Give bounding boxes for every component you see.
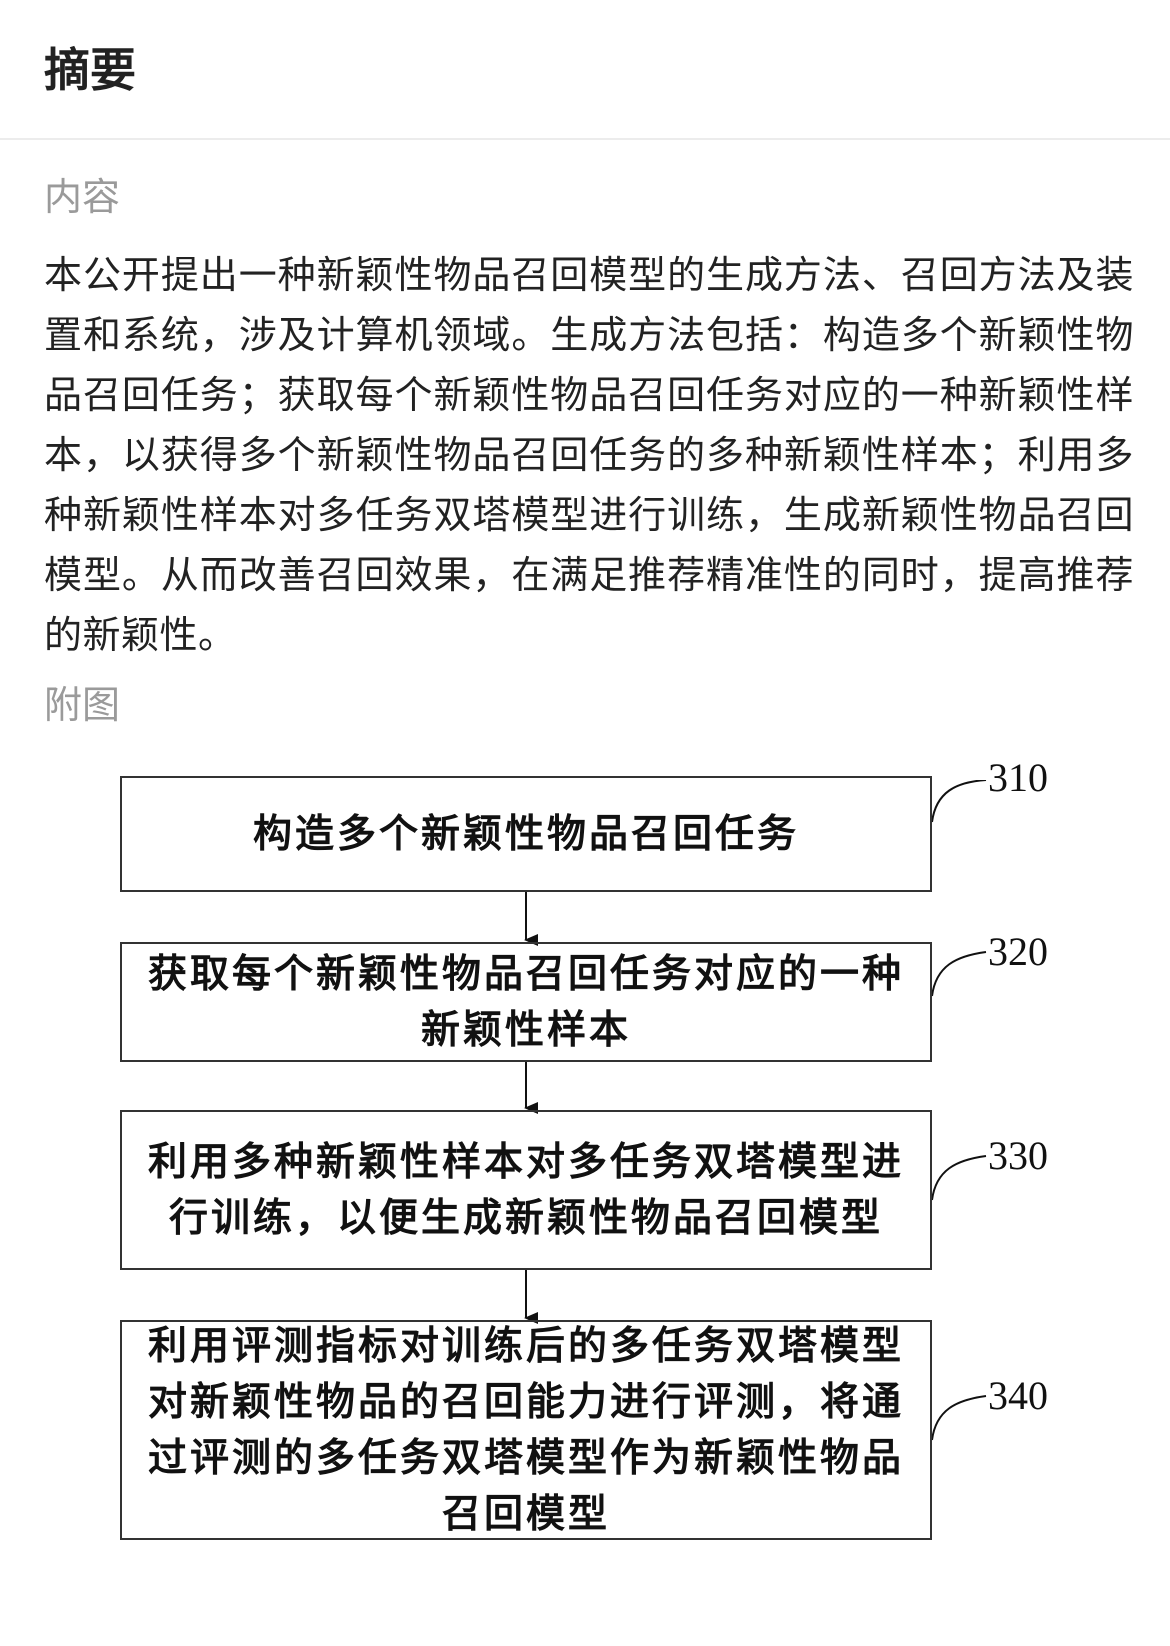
leader-340 [931, 1395, 987, 1441]
figure-section-label: 附图 [44, 683, 121, 727]
abstract-text: 本公开提出一种新颖性物品召回模型的生成方法、召回方法及装置和系统，涉及计算机领域… [44, 253, 1134, 657]
leader-330 [931, 1155, 987, 1201]
leader-320 [931, 951, 987, 997]
step-number-340: 340 [988, 1373, 1048, 1418]
flow-step-320: 获取每个新颖性物品召回任务对应的一种新颖性样本 [120, 942, 932, 1062]
content-section-label: 内容 [44, 175, 121, 219]
step-number-320: 320 [988, 929, 1048, 974]
flow-step-330: 利用多种新颖性样本对多任务双塔模型进行训练，以便生成新颖性物品召回模型 [120, 1110, 932, 1270]
flowchart-figure: 构造多个新颖性物品召回任务 310 获取每个新颖性物品召回任务对应的一种新颖性样… [0, 756, 1170, 1646]
step-number-310: 310 [988, 755, 1048, 800]
flow-step-310: 构造多个新颖性物品召回任务 [120, 776, 932, 892]
page-header: 摘要 [0, 0, 1170, 140]
step-number-330: 330 [988, 1133, 1048, 1178]
page-title: 摘要 [44, 43, 136, 97]
flowchart-connectors [524, 780, 987, 1441]
flow-step-340: 利用评测指标对训练后的多任务双塔模型对新颖性物品的召回能力进行评测，将通过评测的… [120, 1320, 932, 1540]
leader-310 [931, 780, 987, 823]
